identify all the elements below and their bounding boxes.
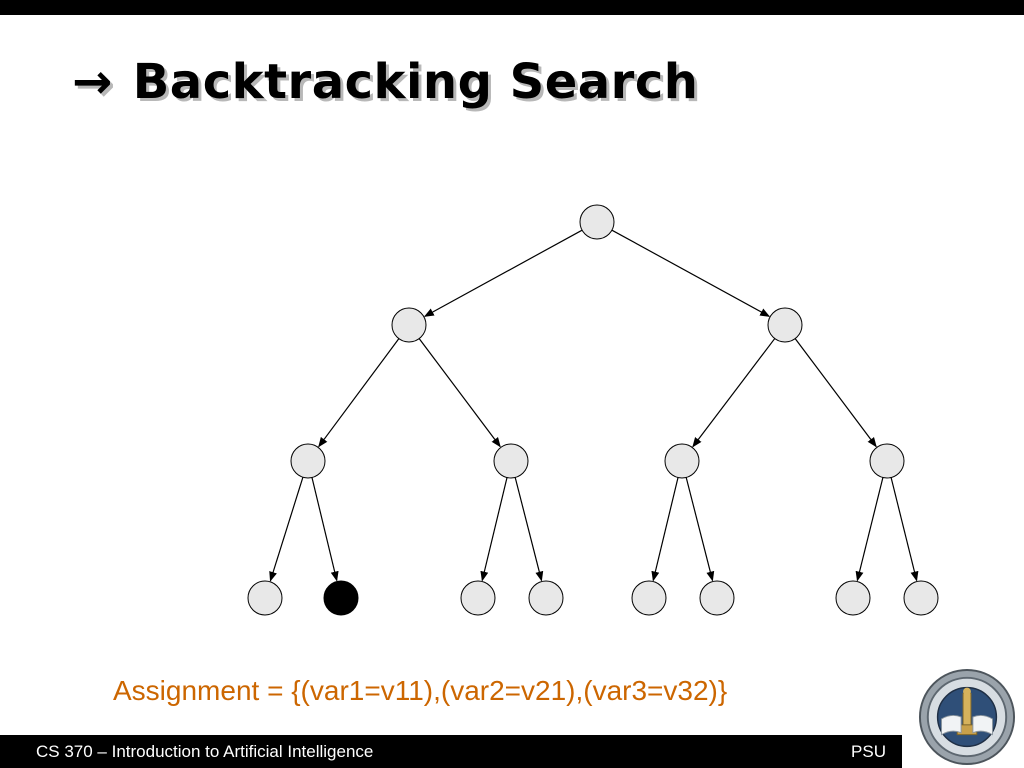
tree-node — [290, 443, 326, 479]
tree-node — [767, 307, 803, 343]
footer-course: CS 370 – Introduction to Artificial Inte… — [36, 742, 374, 761]
tree-edge — [311, 477, 339, 582]
tree-edge — [611, 229, 771, 317]
tree-node — [903, 580, 939, 616]
university-seal-icon — [918, 668, 1016, 766]
tree-edge — [685, 477, 715, 582]
tree-edge — [890, 477, 919, 582]
title-arrow-icon: → — [72, 54, 113, 110]
tree-node — [699, 580, 735, 616]
tree-node-selected — [323, 580, 359, 616]
title-text: Backtracking Search — [132, 54, 699, 110]
tree-edge — [794, 338, 877, 448]
tree-node — [869, 443, 905, 479]
tree-node — [391, 307, 427, 343]
top-bar — [0, 0, 1024, 15]
tree-node — [493, 443, 529, 479]
tree-edge — [318, 338, 400, 448]
slide-title: → Backtracking Search — [72, 44, 698, 120]
tree-edge — [480, 477, 508, 582]
footer-bar: CS 370 – Introduction to Artificial Inte… — [0, 735, 902, 768]
tree-edge — [514, 477, 544, 582]
tree-node — [247, 580, 283, 616]
tree-edge — [418, 338, 501, 448]
tree-node — [460, 580, 496, 616]
assignment-text: Assignment = {(var1=v11),(var2=v21),(var… — [113, 675, 728, 706]
tree-edge — [423, 229, 583, 317]
tree-edge — [855, 477, 884, 582]
tree-edge — [269, 477, 304, 582]
footer-institution: PSU — [851, 742, 886, 761]
tree-node — [835, 580, 871, 616]
tree-node — [664, 443, 700, 479]
tree-node — [528, 580, 564, 616]
tree-edge — [692, 338, 776, 448]
tree-node — [579, 204, 615, 240]
tree-edge — [651, 477, 679, 582]
tree-node — [631, 580, 667, 616]
